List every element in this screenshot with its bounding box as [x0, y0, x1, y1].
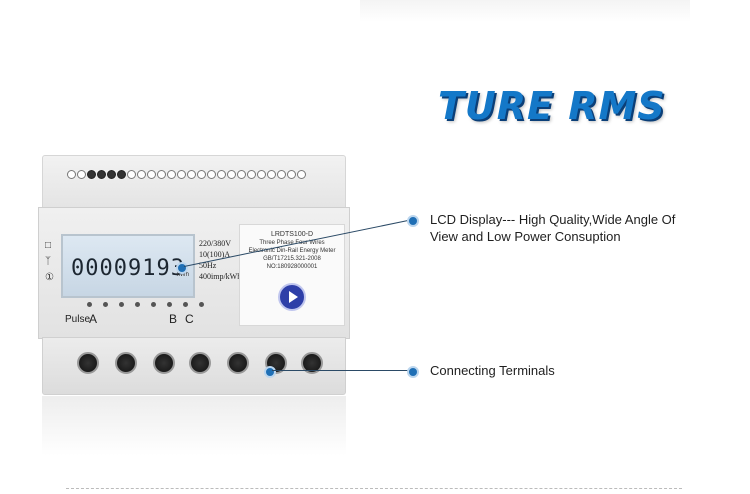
lcd-callout-text: LCD Display--- High Quality,Wide Angle O…	[430, 211, 675, 245]
lcd-callout-dot	[407, 215, 419, 227]
terminal-screw	[77, 352, 99, 374]
lcd-reading: 00009193	[71, 256, 185, 281]
terminal-hole	[287, 170, 296, 179]
terminal-hole	[157, 170, 166, 179]
terminal-holes	[67, 170, 306, 179]
terminal-hole	[207, 170, 216, 179]
terminal-hole	[237, 170, 246, 179]
energy-meter-image: □ ᛉ ① 00009193 kWh 220/380V 10(100)A 50H…	[38, 155, 350, 395]
top-banner-strip	[360, 0, 690, 22]
terminal-screw	[115, 352, 137, 374]
terminal-hole	[197, 170, 206, 179]
pulse-label: Pulse	[65, 314, 91, 325]
meter-reflection	[42, 396, 346, 456]
led-dot	[135, 302, 140, 307]
terminals-callout-dot	[407, 366, 419, 378]
meter-specs: 220/380V 10(100)A 50Hz 400imp/kWh	[199, 238, 241, 282]
terminal-hole	[77, 170, 86, 179]
brand-logo-icon	[278, 283, 306, 311]
square-icon: □	[45, 240, 52, 251]
terminal-hole	[257, 170, 266, 179]
plate-line: NO:180928000001	[266, 264, 318, 270]
terminal-hole	[117, 170, 126, 179]
meter-front-panel: □ ᛉ ① 00009193 kWh 220/380V 10(100)A 50H…	[38, 207, 350, 339]
circled-one-icon: ①	[45, 272, 54, 283]
terminal-hole	[97, 170, 106, 179]
lcd-callout-anchor	[176, 262, 188, 274]
terminals-callout-line	[272, 370, 410, 371]
terminal-hole	[277, 170, 286, 179]
terminal-hole	[247, 170, 256, 179]
terminal-hole	[177, 170, 186, 179]
spec-current: 10(100)A	[199, 250, 231, 259]
terminals-callout-anchor	[264, 366, 276, 378]
led-dot	[151, 302, 156, 307]
terminal-hole	[107, 170, 116, 179]
spec-voltage: 220/380V	[199, 239, 231, 248]
spec-frequency: 50Hz	[199, 261, 217, 270]
meter-nameplate: LRDTS100-D Three Phase Four Wires Electr…	[239, 224, 345, 326]
plate-model: LRDTS100-D	[270, 231, 313, 238]
meter-status-icons: □ ᛉ ①	[45, 238, 54, 286]
led-dot	[199, 302, 204, 307]
terminal-screw	[301, 352, 323, 374]
phase-c-label: C	[185, 312, 194, 326]
phase-b-label: B	[169, 312, 178, 326]
terminal-screw	[153, 352, 175, 374]
led-dot	[103, 302, 108, 307]
terminal-hole	[227, 170, 236, 179]
lcd-callout-line2: View and Low Power Consuption	[430, 229, 621, 244]
terminal-hole	[217, 170, 226, 179]
pulse-indicator-leds	[87, 302, 204, 307]
meter-top-terminal-block	[42, 155, 346, 209]
terminal-screw	[189, 352, 211, 374]
page-title: TURE RMS	[438, 84, 666, 128]
terminal-hole	[187, 170, 196, 179]
terminal-hole	[297, 170, 306, 179]
terminal-hole	[267, 170, 276, 179]
led-dot	[119, 302, 124, 307]
plate-line: GB/T17215.321-2008	[263, 256, 321, 262]
spec-impulse: 400imp/kWh	[199, 272, 242, 281]
lcd-callout-line1: LCD Display--- High Quality,Wide Angle O…	[430, 212, 676, 227]
terminal-screw	[227, 352, 249, 374]
led-dot	[87, 302, 92, 307]
phase-a-label: A	[89, 312, 98, 326]
bottom-divider	[66, 488, 682, 489]
lcd-unit: kWh	[177, 272, 189, 278]
led-dot	[167, 302, 172, 307]
terminal-hole	[137, 170, 146, 179]
terminal-hole	[67, 170, 76, 179]
terminals-callout-text: Connecting Terminals	[430, 363, 555, 378]
terminal-hole	[167, 170, 176, 179]
led-dot	[183, 302, 188, 307]
meter-bottom-terminals	[42, 337, 346, 395]
terminal-hole	[127, 170, 136, 179]
terminal-hole	[87, 170, 96, 179]
terminal-hole	[147, 170, 156, 179]
plate-line: Electronic Din-Rail Energy Meter	[248, 248, 336, 254]
lcd-display: 00009193 kWh	[61, 234, 195, 298]
antenna-icon: ᛉ	[45, 256, 51, 267]
